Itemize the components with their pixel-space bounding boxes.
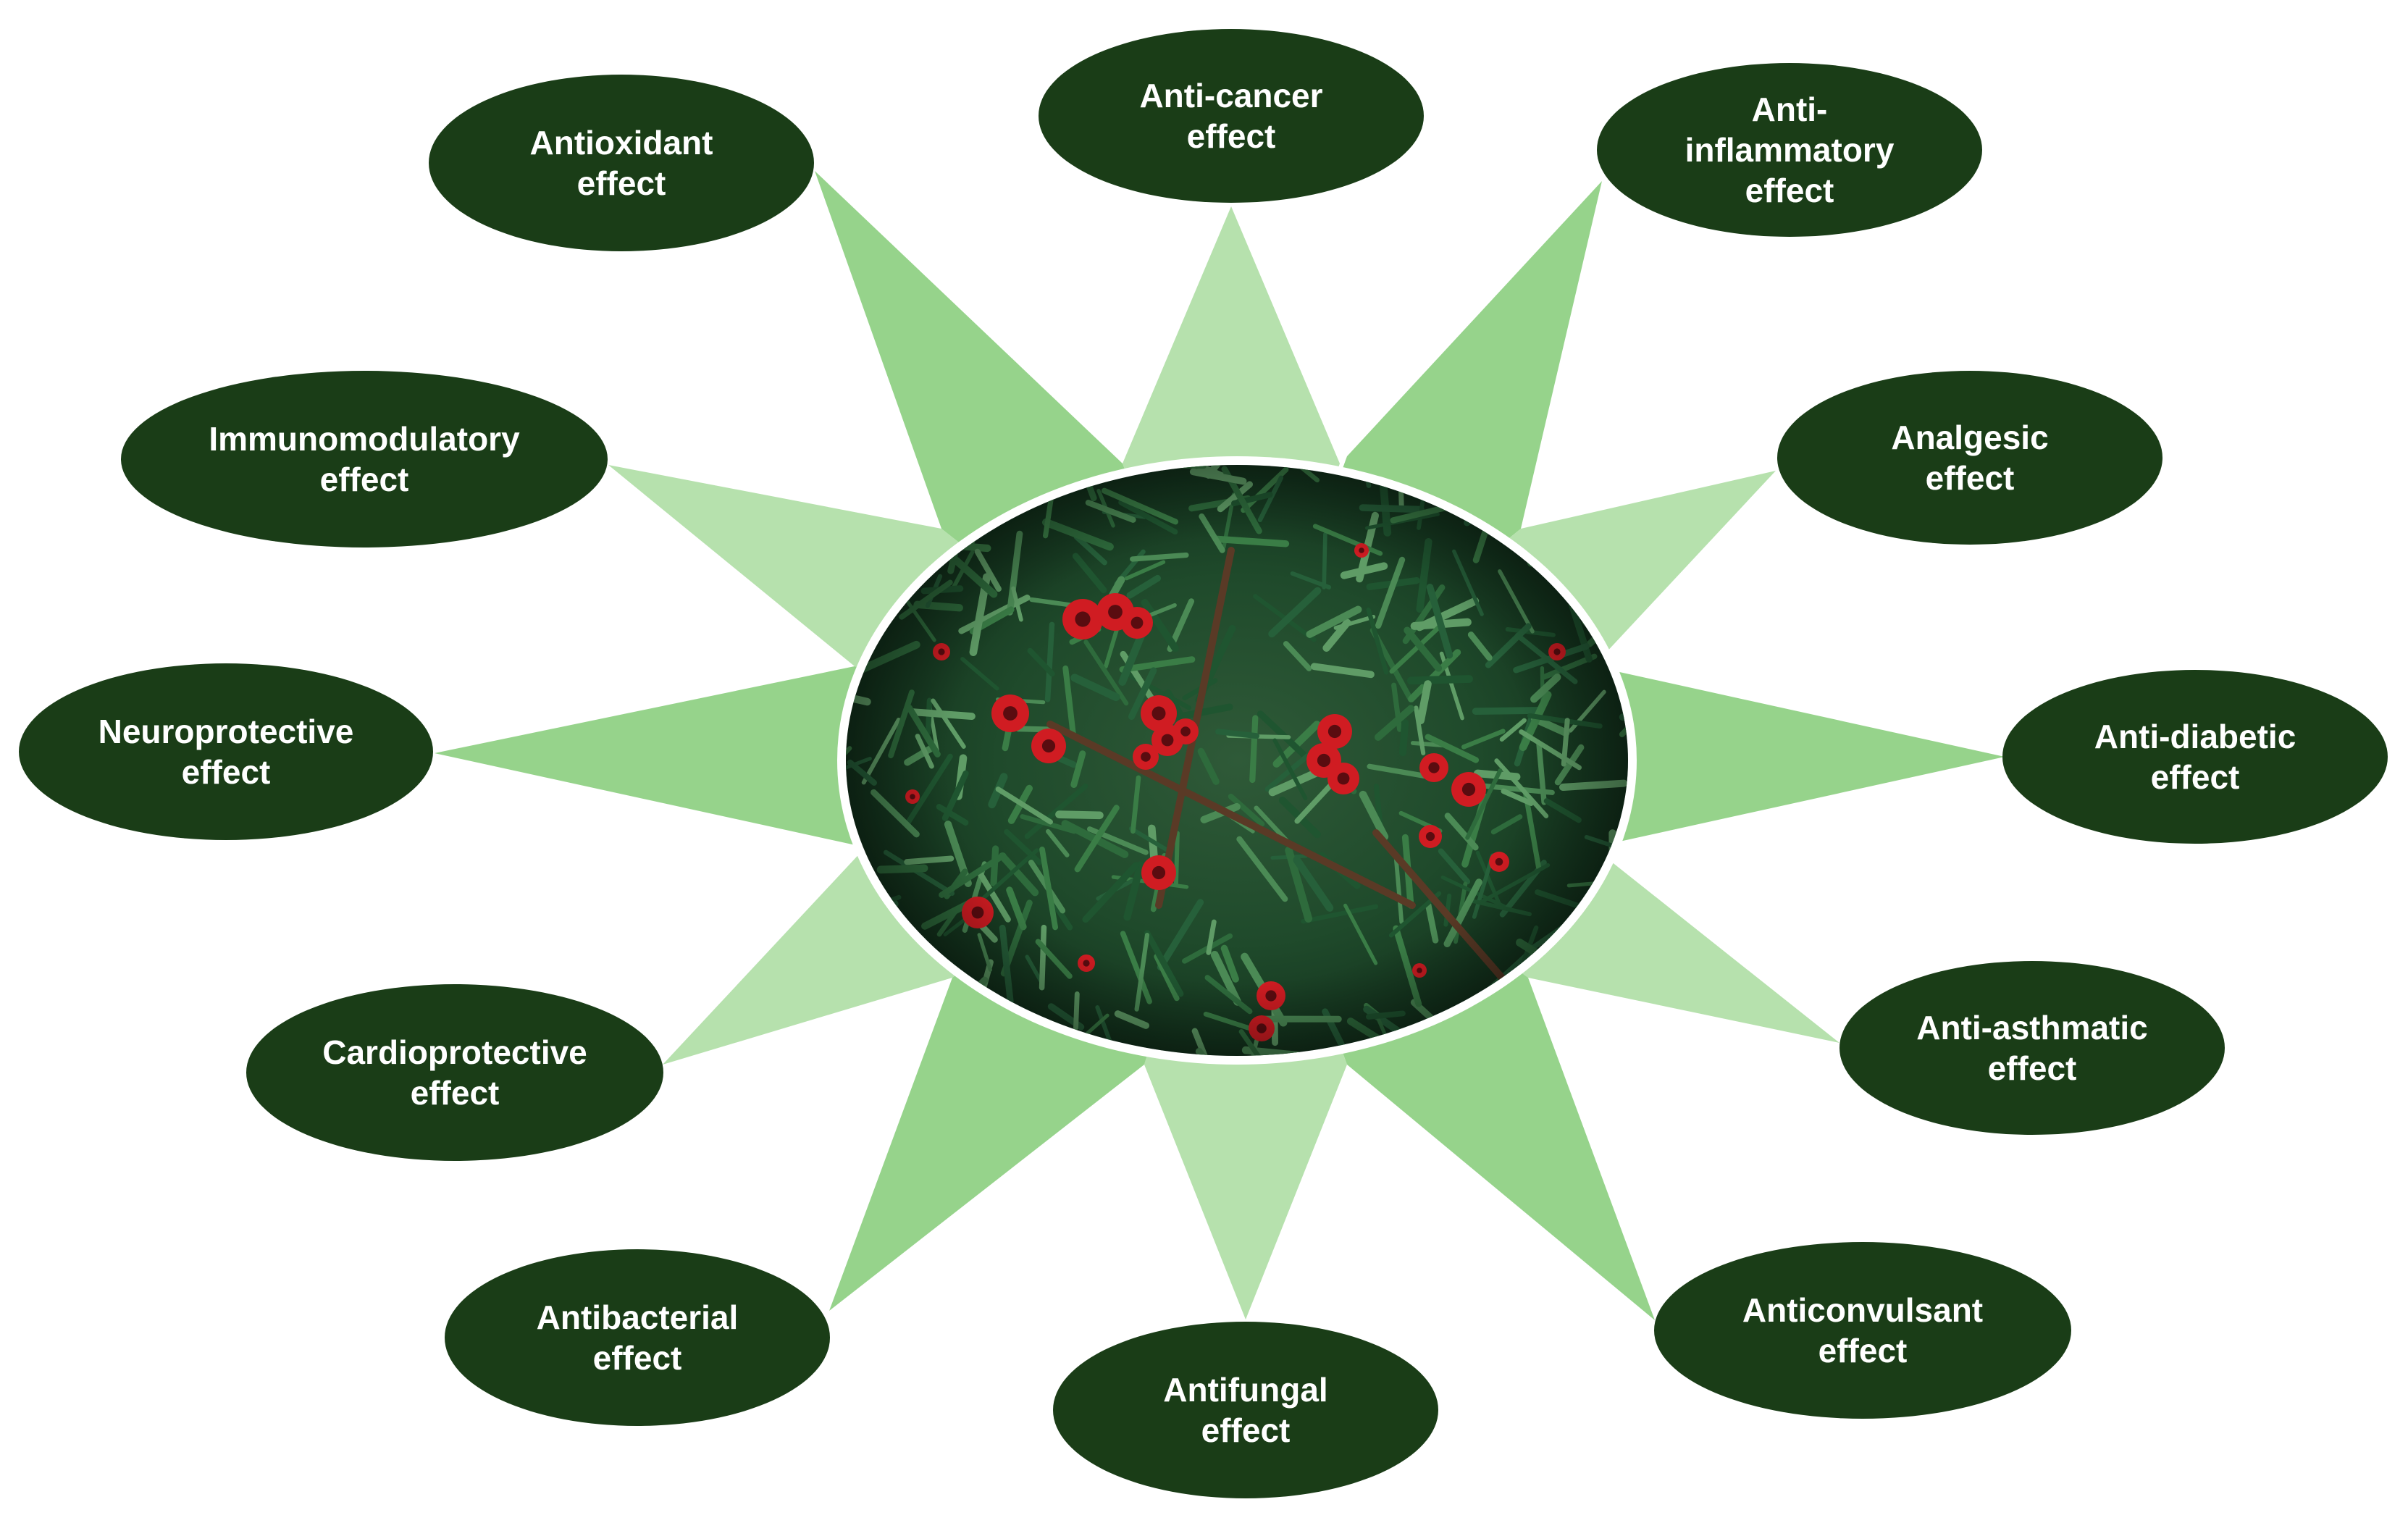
node-ellipse [445, 1249, 830, 1426]
needle [1552, 993, 1571, 1036]
node-ellipse [429, 75, 814, 251]
node-label-line: Anticonvulsant [1742, 1291, 1983, 1329]
node-label-line: effect [320, 461, 409, 498]
node-ellipse [1053, 1322, 1438, 1498]
node-label-line: effect [1201, 1411, 1291, 1449]
needle [1625, 469, 1628, 481]
needle [1608, 465, 1628, 505]
node-label-line: Antifungal [1163, 1371, 1327, 1409]
node-label-line: Antibacterial [537, 1298, 739, 1336]
node-label-line: inflammatory [1685, 131, 1895, 169]
image-vignette [846, 465, 1628, 1056]
node-label-line: Antioxidant [530, 124, 713, 161]
node-label-line: effect [1926, 459, 2015, 497]
node-label-line: effect [1745, 172, 1834, 209]
needle [868, 465, 914, 485]
node-label-line: Anti-diabetic [2094, 718, 2296, 755]
node-label-line: effect [411, 1074, 500, 1112]
node-ellipse [1654, 1242, 2071, 1419]
node-ellipse [19, 663, 433, 840]
node-ellipse [1597, 63, 1982, 237]
node-label-line: Neuroprotective [98, 713, 354, 750]
node-label-line: effect [593, 1339, 682, 1377]
node-label-line: Anti-cancer [1139, 77, 1322, 114]
node-label-line: effect [1988, 1049, 2077, 1087]
node-ellipse [246, 984, 663, 1161]
effect-nodes: Anti-cancereffectAnti-inflammatoryeffect… [19, 29, 2388, 1498]
needle [873, 475, 934, 487]
node-label-line: Analgesic [1891, 419, 2048, 456]
node-label-line: Anti-asthmatic [1916, 1009, 2147, 1046]
node-ellipse [121, 371, 608, 547]
node-ellipse [1039, 29, 1424, 203]
node-label-line: effect [1818, 1332, 1908, 1369]
node-label-line: effect [2151, 758, 2240, 796]
node-ellipse [2002, 670, 2388, 844]
node-label-line: Immunomodulatory [209, 420, 520, 458]
node-ellipse [1839, 961, 2225, 1135]
needle [1551, 466, 1606, 499]
node-label-line: effect [577, 164, 666, 202]
node-label-line: Anti- [1752, 91, 1828, 128]
node-ellipse [1777, 371, 2162, 545]
node-label-line: Cardioprotective [322, 1033, 587, 1071]
node-label-line: effect [182, 753, 271, 791]
node-label-line: effect [1187, 117, 1276, 155]
needle [1574, 465, 1618, 486]
